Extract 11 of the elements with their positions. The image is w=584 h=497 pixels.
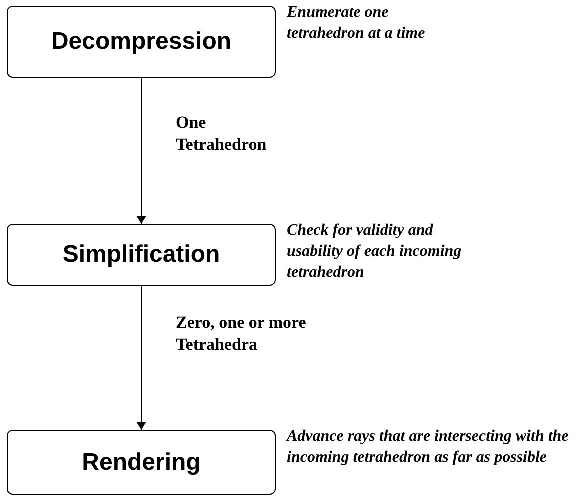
process-box: [7, 6, 276, 78]
box-label: Decompression: [51, 27, 232, 57]
process-box: [7, 430, 276, 495]
box-label: Rendering: [82, 448, 201, 478]
arrow: [136, 78, 146, 224]
arrow: [136, 286, 146, 430]
process-box: [7, 224, 276, 286]
description-text: Check for validity and usability of each incoming tetrahedron: [287, 221, 463, 283]
description-text: Enumerate one tetrahedron at a time: [287, 3, 426, 44]
description-text: Advance rays that are intersecting with the incoming tetrahedron as far as possible: [287, 427, 570, 468]
box-label: Simplification: [62, 240, 220, 270]
